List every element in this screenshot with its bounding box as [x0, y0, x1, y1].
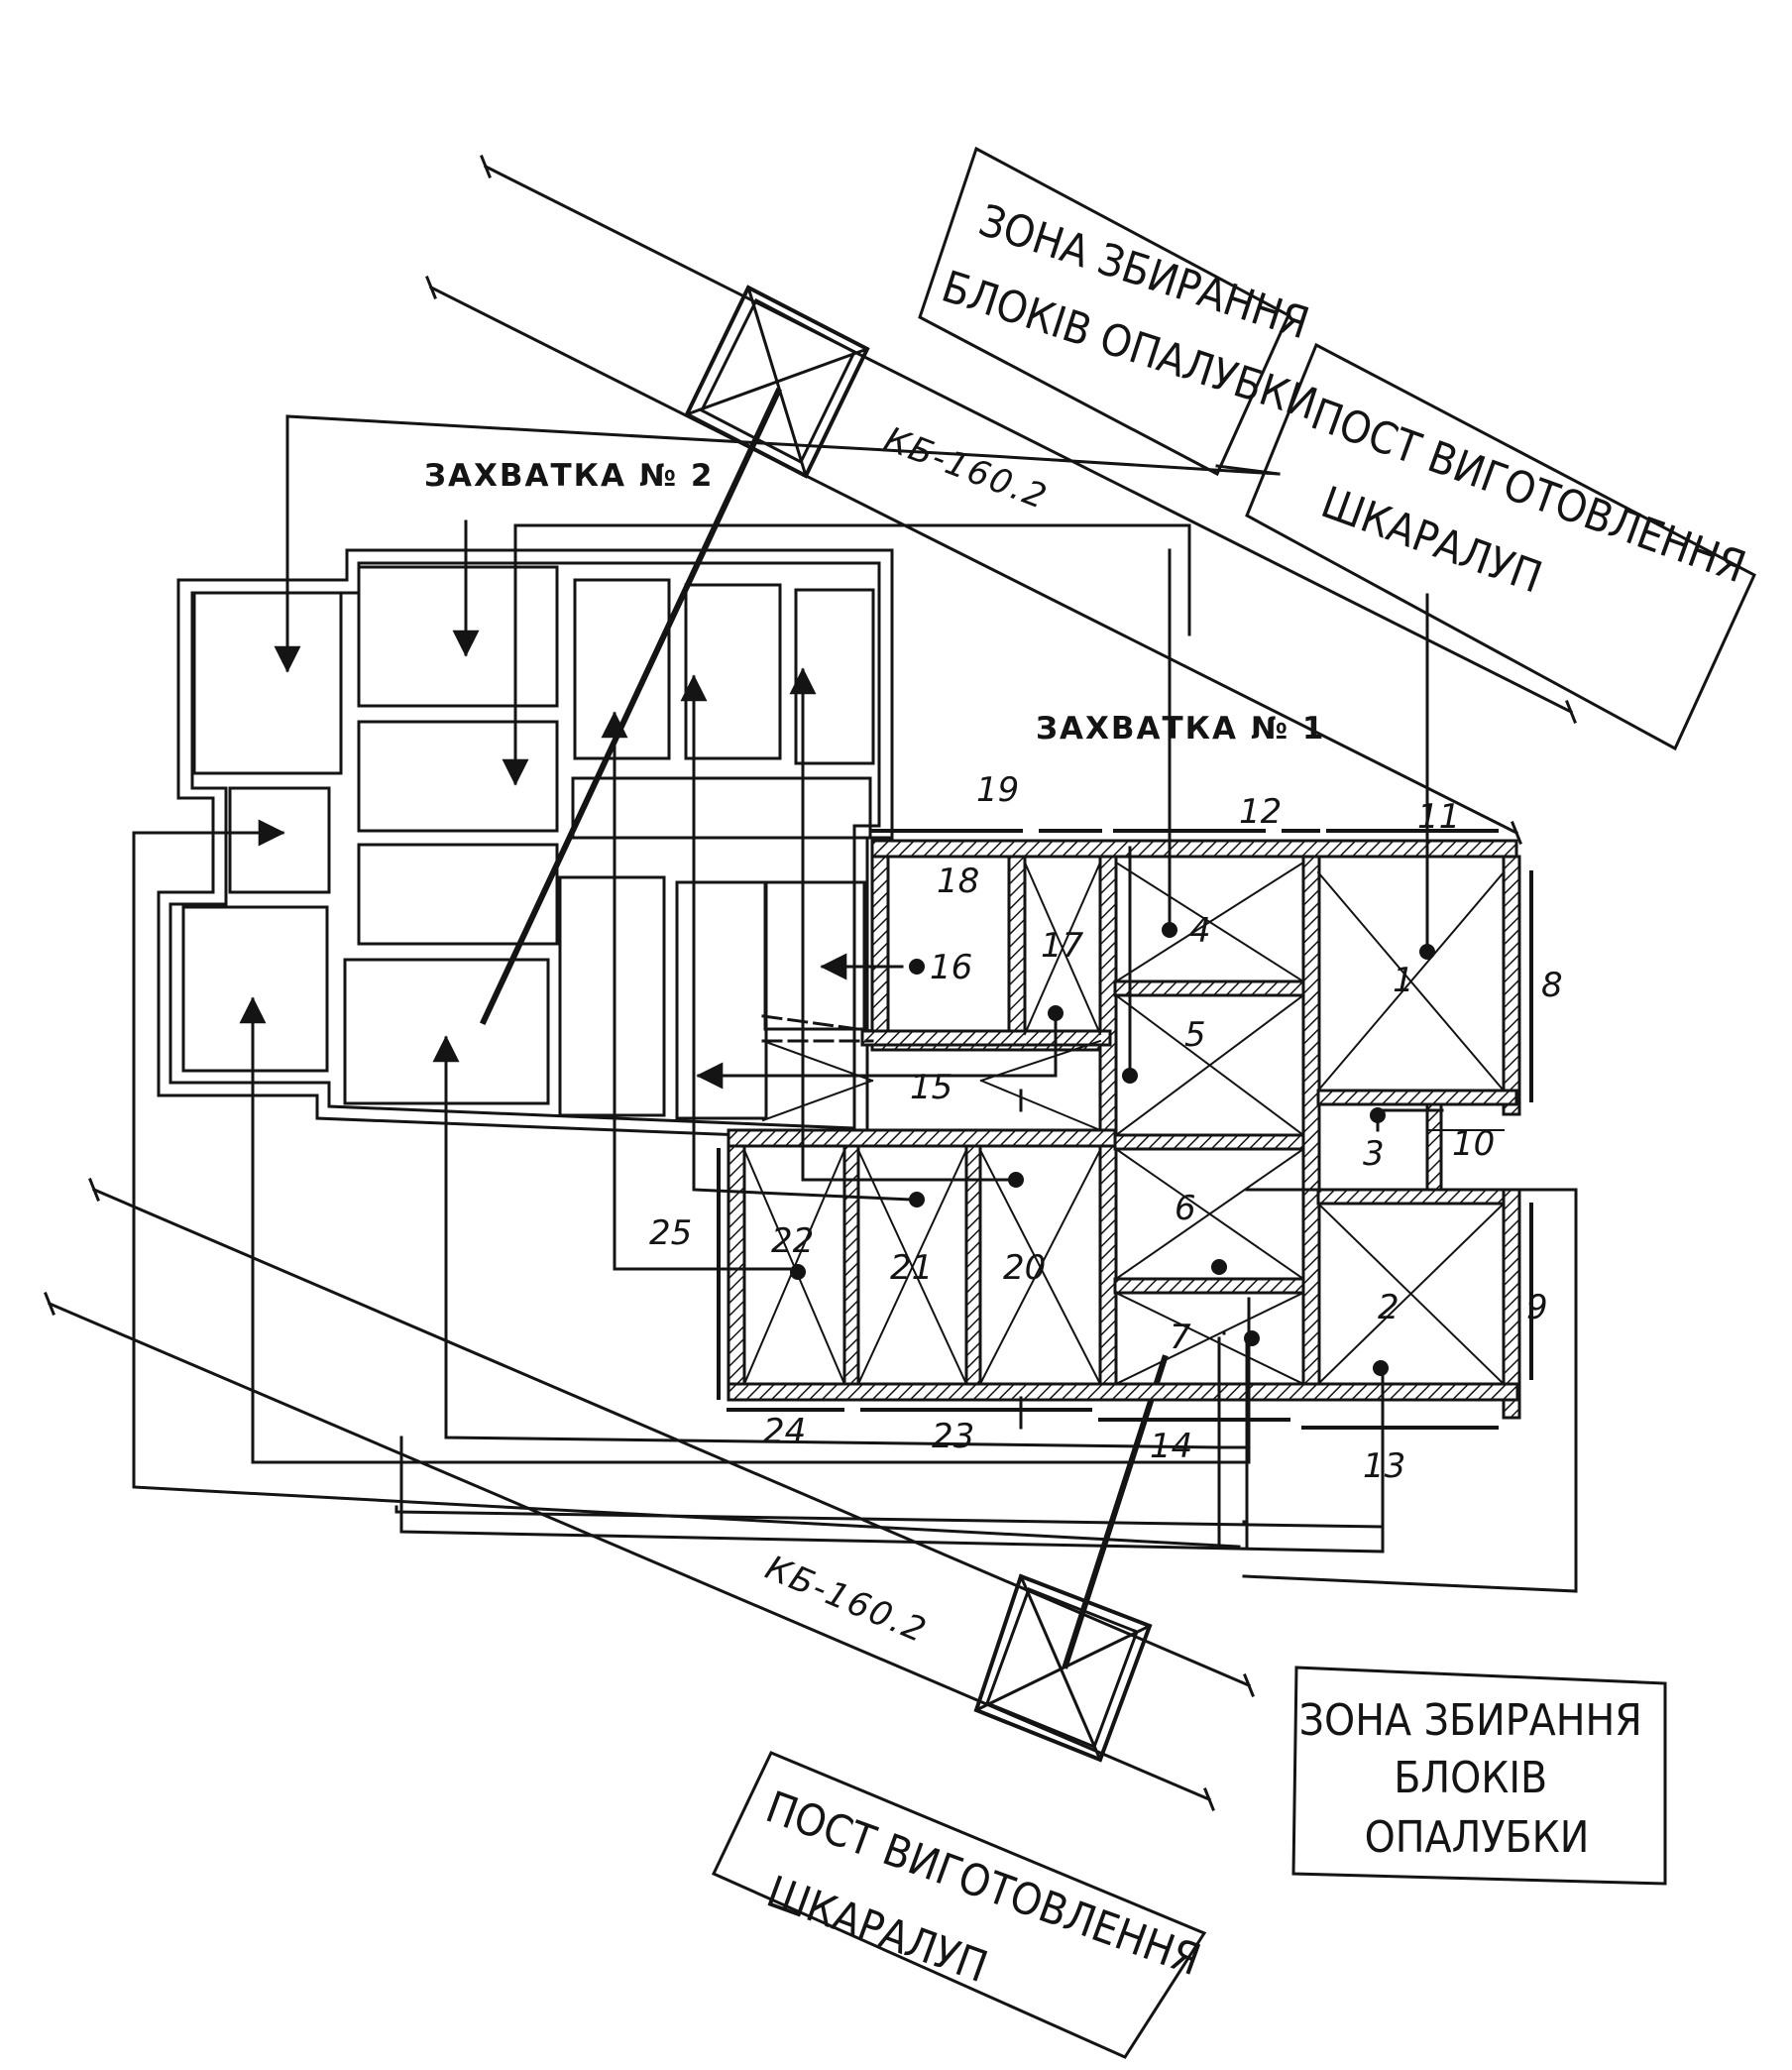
cell-18-label: 18 — [937, 862, 979, 901]
wall-13-label: 13 — [1363, 1446, 1405, 1486]
flow-lines — [132, 414, 1578, 1593]
building-capture-1: ЗАХВАТКА № 1 — [717, 711, 1533, 1430]
svg-text:ПОСТ ВИГОТОВЛЕННЯ ШКАРАЛ: ПОСТ ВИГОТОВЛЕННЯ ШКАРАЛУП — [1278, 389, 1763, 671]
zone-top-shell-post: ПОСТ ВИГОТОВЛЕННЯ ШКАРАЛУП — [1245, 342, 1763, 751]
wall-8-label: 8 — [1541, 966, 1563, 1005]
crane-boom-top — [480, 388, 782, 1025]
wall-9-label: 9 — [1526, 1288, 1548, 1327]
crane-bottom-label: КБ-160.2 — [759, 1548, 933, 1651]
building-capture-2: ЗАХВАТКА № 2 — [157, 458, 894, 1142]
svg-text:ЗОНА ЗБИРАННЯ БЛОКІВ ОПА: ЗОНА ЗБИРАННЯ БЛОКІВ ОПАЛУБКИ — [936, 190, 1346, 430]
capture-1-label: ЗАХВАТКА № 1 — [1036, 711, 1325, 747]
cell-2-label: 2 — [1378, 1288, 1400, 1327]
cell-1-label: 1 — [1393, 961, 1414, 1000]
cell-20-label: 20 — [1003, 1248, 1046, 1288]
crane-track-top — [425, 155, 1577, 845]
cell-labels: 1 2 3 4 5 6 7 15 16 17 18 20 21 22 — [771, 862, 1414, 1357]
cell-5-label: 5 — [1184, 1015, 1206, 1055]
zone-bottom-assembly: ЗОНА ЗБИРАННЯ БЛОКІВ ОПАЛУБКИ — [1291, 1666, 1667, 1886]
zone-connector — [1215, 464, 1281, 476]
zone-bottom-assembly-line-1: ЗОНА ЗБИРАННЯ — [1299, 1695, 1642, 1746]
cell-4-label: 4 — [1189, 911, 1211, 951]
crane-boom-bottom — [1062, 1354, 1169, 1669]
zone-bottom-assembly-line-3: ОПАЛУБКИ — [1365, 1812, 1590, 1863]
crane-top-label: КБ-160.2 — [879, 419, 1054, 518]
svg-text:ЗОНА ЗБИРАННЯ БЛОКІВ: ЗОНА ЗБИРАННЯ БЛОКІВ ОПАЛУБКИ — [1299, 1695, 1655, 1863]
wall-23-label: 23 — [932, 1417, 974, 1456]
zone-bottom-assembly-line-2: БЛОКІВ — [1394, 1753, 1547, 1803]
wall-19-label: 19 — [976, 770, 1019, 810]
cell-6-label: 6 — [1175, 1189, 1196, 1228]
wall-12-label: 12 — [1239, 792, 1282, 832]
cell-17-label: 17 — [1041, 926, 1084, 966]
wall-25-label: 25 — [649, 1213, 692, 1253]
wall-labels: 8 9 10 11 12 13 14 19 23 24 25 — [649, 770, 1563, 1486]
node-dots — [790, 922, 1435, 1376]
wall-10-label: 10 — [1452, 1124, 1495, 1164]
cell-3-label: 3 — [1363, 1134, 1385, 1174]
zone-bottom-shell-post: ПОСТ ВИГОТОВЛЕННЯ ШКАРАЛУП — [711, 1751, 1207, 2059]
crane-track-bottom — [44, 1178, 1255, 1811]
wall-24-label: 24 — [763, 1412, 806, 1451]
cell-21-label: 21 — [890, 1248, 933, 1288]
cell-22-label: 22 — [771, 1221, 814, 1261]
wall-11-label: 11 — [1417, 797, 1460, 837]
cell-15-label: 15 — [910, 1068, 952, 1107]
capture-2-label: ЗАХВАТКА № 2 — [424, 458, 714, 494]
wall-14-label: 14 — [1150, 1427, 1192, 1466]
cell-16-label: 16 — [930, 948, 972, 987]
cell-7-label: 7 — [1170, 1318, 1191, 1357]
